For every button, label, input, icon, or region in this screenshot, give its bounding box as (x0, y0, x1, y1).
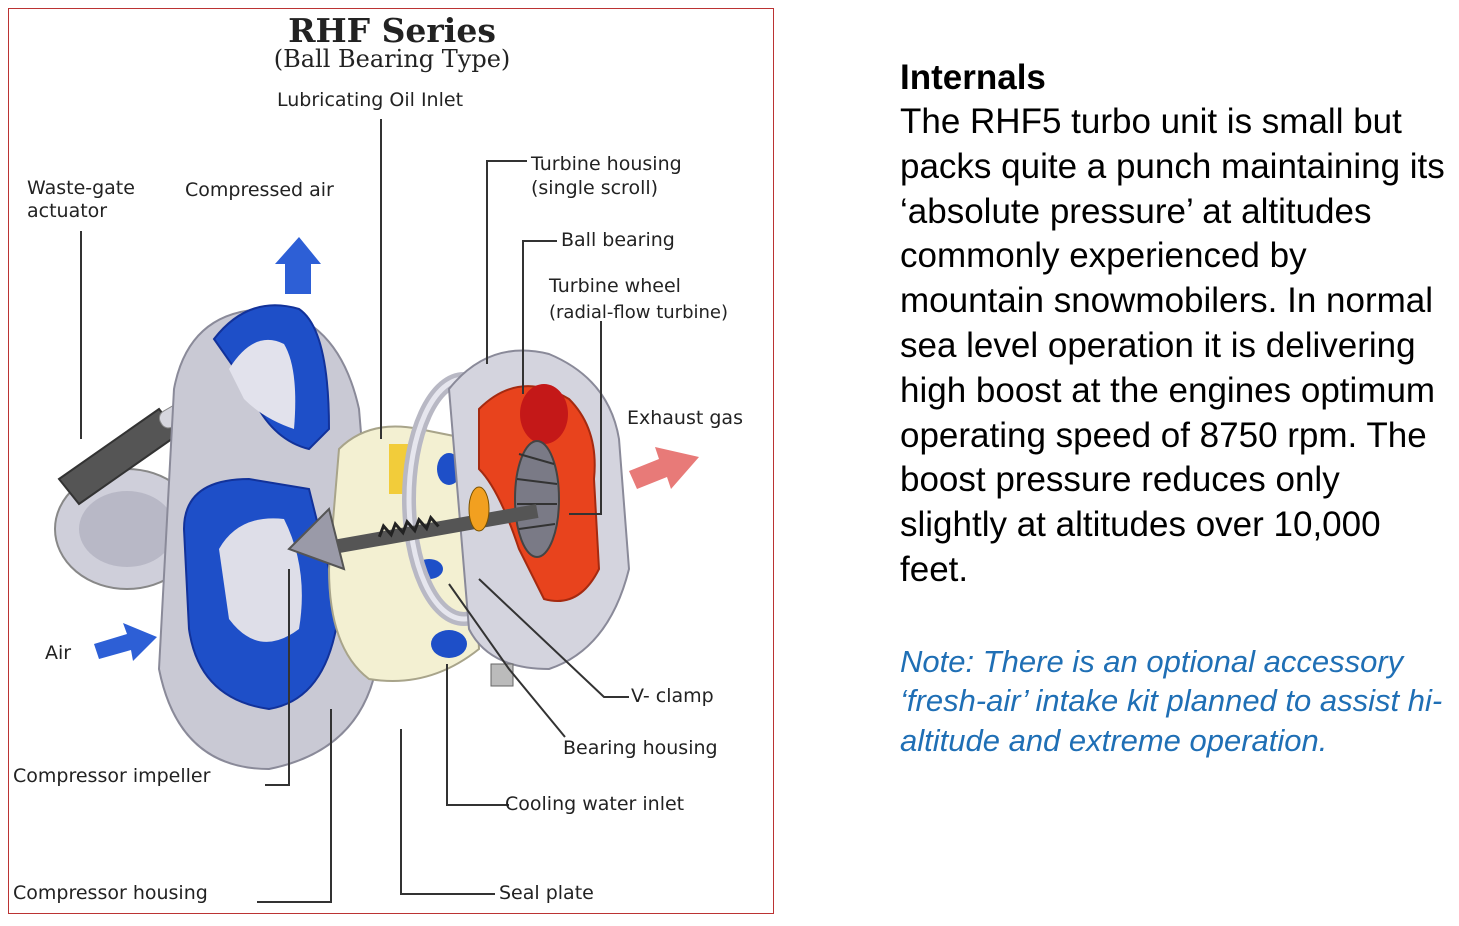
label-compressor-impeller: Compressor impeller (13, 765, 211, 787)
leader-lines (80, 119, 629, 903)
label-exhaust-gas: Exhaust gas (627, 407, 743, 429)
label-compressed-air: Compressed air (185, 179, 334, 201)
label-air: Air (45, 642, 72, 664)
label-ball-bearing: Ball bearing (561, 229, 675, 251)
label-cooling-water-inlet: Cooling water inlet (505, 793, 685, 815)
label-bearing-housing: Bearing housing (563, 737, 718, 759)
fitting-shape (490, 663, 514, 687)
label-turbine-housing: Turbine housing (531, 153, 682, 175)
diagram-subtitle: (Ball Bearing Type) (273, 45, 511, 73)
turbo-illustration (54, 119, 699, 903)
accessory-note: Note: There is an optional accessory ‘fr… (900, 643, 1443, 758)
exhaust-gas-arrow (629, 447, 699, 489)
label-turbine-wheel-sub: (radial-flow turbine) (549, 302, 728, 323)
label-compressor-housing: Compressor housing (13, 882, 208, 904)
label-turbine-housing-sub: (single scroll) (531, 177, 659, 199)
shaft-shape (287, 486, 539, 571)
compressed-air-arrow (275, 237, 321, 294)
label-turbine-wheel: Turbine wheel (549, 275, 681, 297)
air-intake-arrow (94, 623, 157, 661)
turbine-wheel-shape (514, 440, 560, 558)
diagram-title: RHF Series (288, 11, 496, 50)
section-heading: Internals (900, 58, 1046, 97)
label-seal-plate: Seal plate (499, 882, 594, 904)
turbo-diagram: RHF Series (Ball Bearing Type) Lubricati… (8, 8, 774, 914)
description-panel: Internals The RHF5 turbo unit is small b… (900, 56, 1452, 760)
label-waste-gate-actuator: actuator (27, 200, 108, 222)
label-v-clamp: V- clamp (631, 685, 714, 707)
label-waste-gate: Waste-gate (27, 177, 135, 199)
label-lubricating-oil-inlet: Lubricating Oil Inlet (277, 89, 464, 111)
waste-gate-actuator-shape (54, 387, 216, 590)
description-body: The RHF5 turbo unit is small but packs q… (900, 102, 1445, 589)
